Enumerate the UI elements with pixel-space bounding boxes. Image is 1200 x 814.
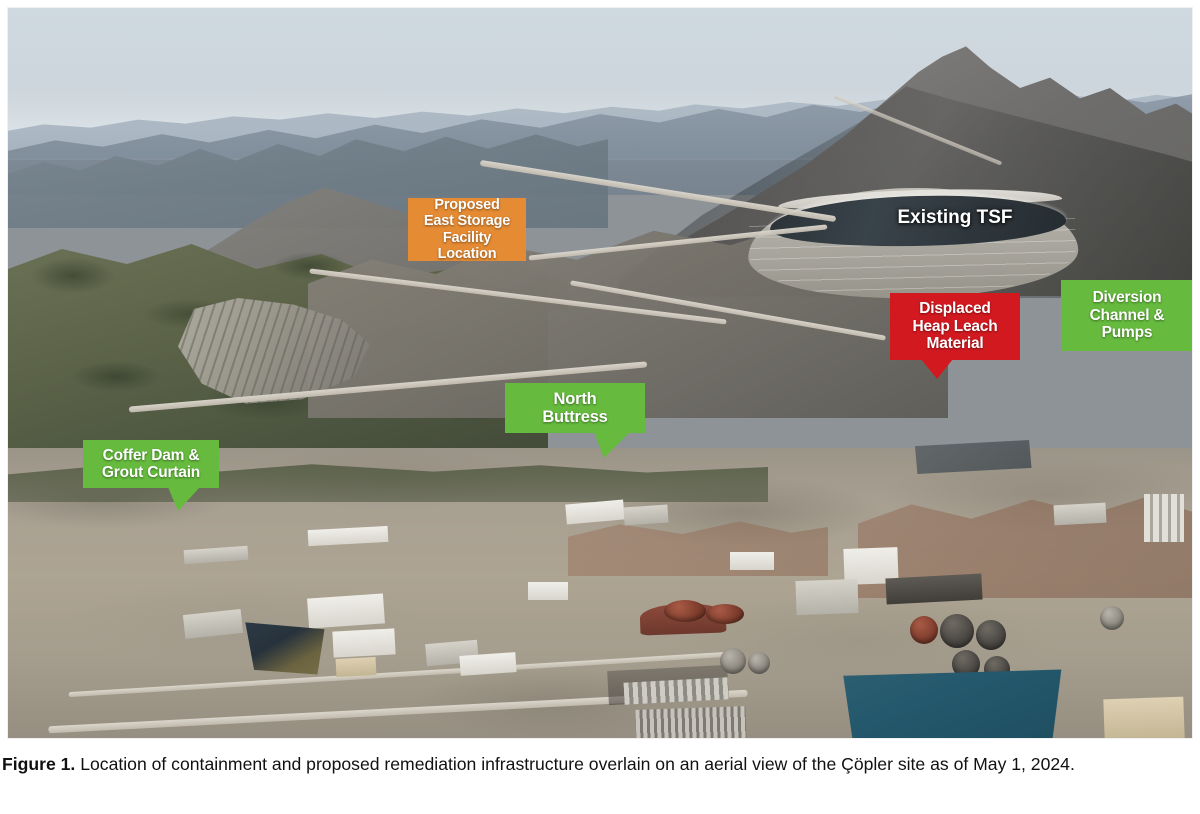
process-pond-small bbox=[914, 440, 1032, 474]
label-coffer-dam-and-grout-curtain[interactable]: Coffer Dam & Grout Curtain bbox=[83, 440, 219, 488]
tank bbox=[748, 652, 770, 674]
silos bbox=[1144, 494, 1184, 542]
leach-tank-array bbox=[635, 706, 747, 738]
process-pond-left bbox=[245, 622, 325, 675]
water-storage-pond bbox=[843, 669, 1062, 738]
label-text: Displaced Heap Leach Material bbox=[912, 300, 998, 353]
tank bbox=[664, 600, 706, 622]
label-north-buttress[interactable]: North Buttress bbox=[505, 383, 645, 433]
plant-building bbox=[335, 656, 377, 678]
plant-building bbox=[623, 504, 669, 526]
plant-structure bbox=[885, 573, 983, 605]
thickener bbox=[940, 614, 974, 648]
tank bbox=[1100, 606, 1124, 630]
label-text: Existing TSF bbox=[897, 207, 1013, 229]
label-displaced-heap-leach-material[interactable]: Displaced Heap Leach Material bbox=[890, 293, 1020, 360]
plant-building bbox=[1103, 696, 1185, 738]
figure-block: Proposed East Storage Facility Location … bbox=[8, 8, 1192, 738]
aerial-photograph: Proposed East Storage Facility Location … bbox=[8, 8, 1192, 738]
label-text: Diversion Channel & Pumps bbox=[1089, 289, 1165, 342]
plant-building bbox=[1053, 502, 1107, 526]
thickener bbox=[910, 616, 938, 644]
plant-building bbox=[459, 652, 517, 676]
plant-building bbox=[730, 552, 774, 570]
tank bbox=[720, 648, 746, 674]
plant-building bbox=[307, 593, 385, 629]
figure-caption-text: Location of containment and proposed rem… bbox=[75, 754, 1075, 774]
thickener bbox=[976, 620, 1006, 650]
label-existing-tsf[interactable]: Existing TSF bbox=[880, 205, 1030, 231]
plant-building bbox=[528, 582, 568, 600]
tank bbox=[706, 604, 744, 624]
label-diversion-channel-and-pumps[interactable]: Diversion Channel & Pumps bbox=[1061, 280, 1192, 351]
callout-pointer-down-icon bbox=[921, 359, 953, 379]
plant-building bbox=[332, 628, 396, 658]
label-text: North Buttress bbox=[542, 389, 608, 426]
label-text: Proposed East Storage Facility Location bbox=[423, 197, 511, 262]
figure-caption-label: Figure 1. bbox=[2, 754, 76, 774]
label-proposed-east-storage-facility[interactable]: Proposed East Storage Facility Location bbox=[408, 197, 526, 262]
figure-caption: Figure 1. Location of containment and pr… bbox=[2, 750, 1196, 779]
label-text: Coffer Dam & Grout Curtain bbox=[101, 446, 201, 481]
callout-pointer-down-right-icon bbox=[594, 432, 630, 458]
callout-pointer-down-right-icon bbox=[168, 487, 200, 511]
plant-building bbox=[795, 578, 859, 616]
